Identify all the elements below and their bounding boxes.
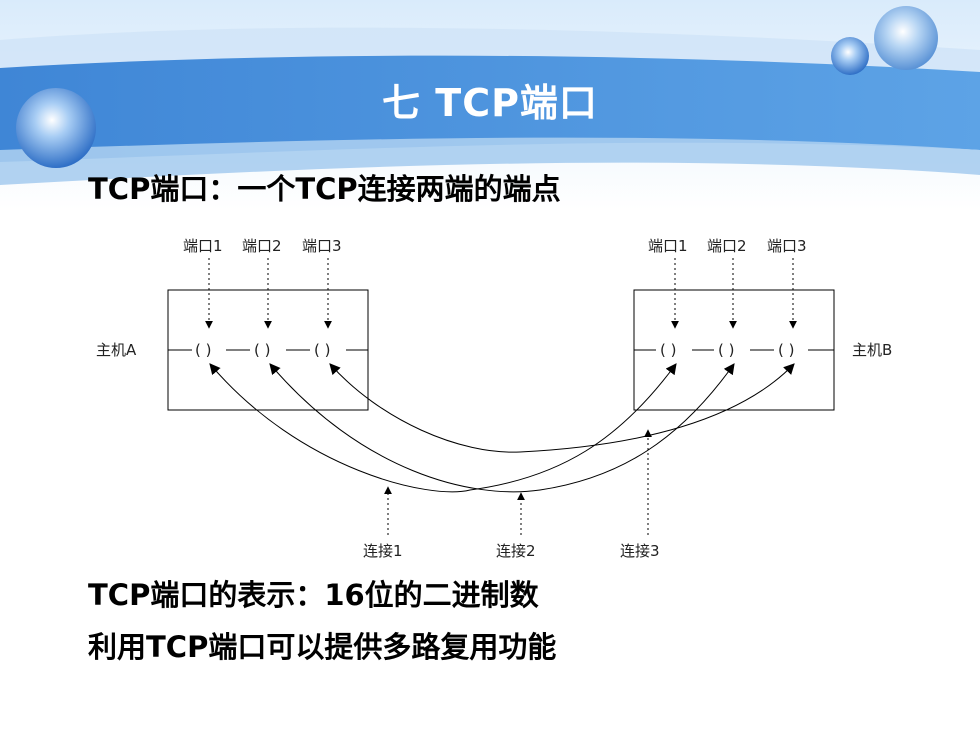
decorative-orb-right-small	[831, 37, 869, 75]
header-banner	[0, 0, 980, 210]
host-b-port-label-2: 端口2	[707, 237, 747, 255]
port-representation-text: TCP端口的表示：16位的二进制数	[88, 578, 539, 612]
tcp-port-diagram: 主机A 主机B ( ) ( ) ( ) ( ) ( ) ( ) 端口1 端口2 …	[96, 237, 892, 560]
host-b-port-3: ( )	[778, 341, 794, 359]
host-b-port-2: ( )	[718, 341, 734, 359]
host-b-label: 主机B	[852, 341, 892, 359]
connection-2-label: 连接2	[496, 542, 536, 560]
host-a-port-2: ( )	[254, 341, 270, 359]
decorative-orb-left	[16, 88, 96, 168]
decorative-orb-right-large	[874, 6, 938, 70]
connection-1-curve	[209, 363, 677, 493]
host-a-port-label-2: 端口2	[242, 237, 282, 255]
host-a-port-1: ( )	[195, 341, 211, 359]
connection-3-curve	[329, 363, 795, 453]
host-b-port-1: ( )	[660, 341, 676, 359]
multiplexing-text: 利用TCP端口可以提供多路复用功能	[88, 630, 557, 664]
connection-2-curve	[269, 363, 735, 493]
host-a-label: 主机A	[96, 341, 137, 359]
host-a-port-3: ( )	[314, 341, 330, 359]
connection-1-label: 连接1	[363, 542, 403, 560]
slide-title: 七 TCP端口	[382, 81, 598, 125]
host-b-port-label-3: 端口3	[767, 237, 807, 255]
host-b-port-label-1: 端口1	[648, 237, 688, 255]
host-a-port-label-3: 端口3	[302, 237, 342, 255]
subtitle: TCP端口：一个TCP连接两端的端点	[88, 172, 561, 206]
host-a-port-label-1: 端口1	[183, 237, 223, 255]
connection-3-label: 连接3	[620, 542, 660, 560]
